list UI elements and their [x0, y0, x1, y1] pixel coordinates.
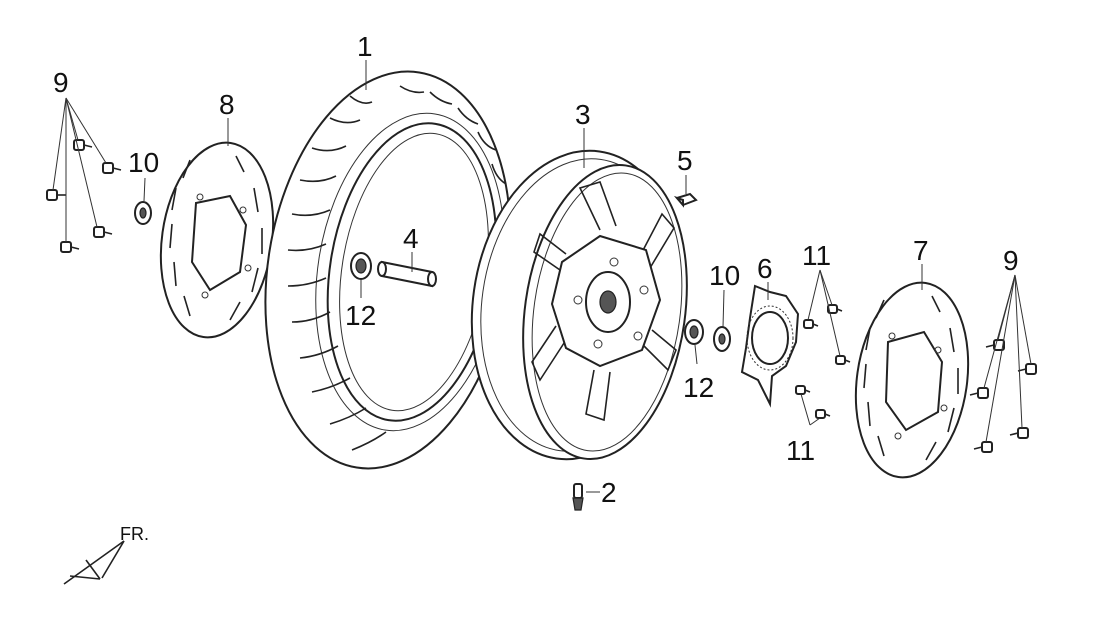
callout-11-top: 11 [802, 240, 831, 271]
tire-tread-grooves [287, 85, 507, 451]
bolts-left-group [46, 97, 122, 253]
callout-9-left: 9 [53, 67, 69, 98]
callout-11-bottom: 11 [786, 435, 815, 466]
screw-icon [803, 319, 819, 329]
bolt-icon [973, 441, 993, 453]
bolt-icon [46, 189, 66, 201]
rim [470, 149, 688, 461]
valve-stem-icon [572, 483, 584, 511]
callout-7: 7 [913, 235, 929, 266]
callout-4: 4 [403, 223, 419, 254]
callout-10-left: 10 [128, 147, 159, 178]
screw-icon [795, 385, 811, 395]
disc-slots-left [169, 155, 263, 321]
washer-right [713, 326, 731, 352]
bearing-right [684, 319, 704, 345]
leader-line-12-right [694, 344, 698, 365]
callout-3: 3 [575, 99, 591, 130]
bearing-left [350, 252, 372, 280]
rim-spokes [531, 181, 677, 422]
leader-line-10-left [143, 177, 146, 202]
callout-6: 6 [757, 253, 773, 284]
screw-icon [835, 355, 851, 365]
screw-icon [815, 409, 831, 419]
disc-slots-right [863, 295, 959, 461]
direction-label: FR. [120, 524, 149, 544]
callout-12-right: 12 [683, 372, 714, 403]
axle-collar [377, 260, 437, 288]
brake-disc-left [159, 141, 275, 339]
screw-icon [827, 304, 843, 314]
brake-disc-right [854, 281, 970, 479]
sensor-ring [740, 284, 800, 408]
callout-2: 2 [601, 477, 617, 508]
callout-8: 8 [219, 89, 235, 120]
bolt-icon [102, 162, 122, 174]
bolt-icon [1017, 363, 1037, 375]
bolt-icon [60, 241, 80, 253]
callout-9-right: 9 [1003, 245, 1019, 276]
callout-10-right: 10 [709, 260, 740, 291]
callout-1: 1 [357, 31, 373, 62]
screws-bottom-group [795, 385, 831, 426]
washer-left [134, 201, 152, 225]
spacer-block [673, 192, 698, 208]
callout-12-left: 12 [345, 300, 376, 331]
bolt-icon [1009, 427, 1029, 439]
leader-lines-9-left [52, 97, 107, 242]
leader-line-10-right [722, 289, 725, 328]
bolt-icon [93, 226, 113, 238]
front-direction-arrow-icon [63, 540, 125, 585]
bolt-icon [969, 387, 989, 399]
callout-5: 5 [677, 145, 693, 176]
screws-top-group [803, 269, 851, 365]
bolts-right-group [969, 274, 1037, 453]
